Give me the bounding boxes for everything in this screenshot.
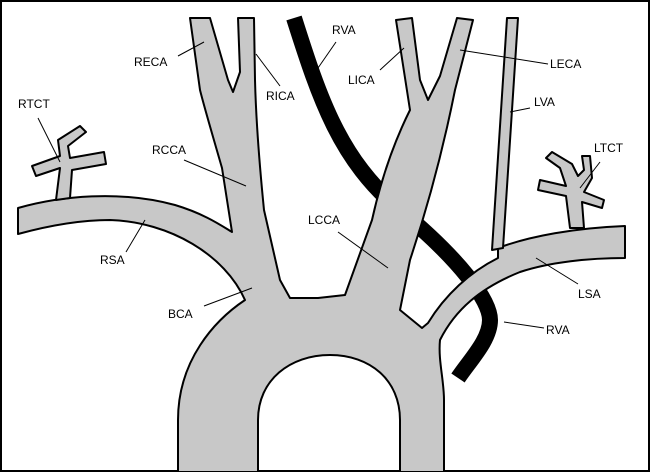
label-rtct: RTCT <box>18 97 50 111</box>
label-lsa: LSA <box>578 287 601 301</box>
label-rica: RICA <box>266 89 295 103</box>
leader-lcca <box>337 231 389 269</box>
label-lcca: LCCA <box>308 213 340 227</box>
leader-lsa <box>535 257 579 285</box>
label-lica: LICA <box>348 73 375 87</box>
leader-ltct <box>579 161 601 189</box>
label-rsa: RSA <box>100 253 125 267</box>
label-rva-top: RVA <box>332 23 356 37</box>
label-rva-bottom: RVA <box>546 323 570 337</box>
leader-rva-bottom <box>503 321 545 329</box>
label-leca: LECA <box>550 57 581 71</box>
leader-rva-top <box>317 41 337 69</box>
leader-rsa <box>125 219 146 253</box>
leader-rica <box>255 53 281 87</box>
leader-leca <box>459 49 549 65</box>
leader-lva <box>509 107 531 113</box>
right-vertebral-artery <box>286 15 498 383</box>
aortic-arch <box>17 17 626 472</box>
label-lva: LVA <box>534 95 555 109</box>
left-thyrocervical-trunk <box>537 151 605 229</box>
label-ltct: LTCT <box>594 141 624 155</box>
leader-rcca <box>183 159 247 187</box>
label-rcca: RCCA <box>152 143 186 157</box>
leader-reca <box>177 41 205 57</box>
leader-bca <box>203 287 253 307</box>
label-bca: BCA <box>168 307 193 321</box>
leader-rtct <box>37 117 61 163</box>
leader-lica <box>379 47 405 71</box>
label-reca: RECA <box>134 55 167 69</box>
left-vertebral-artery <box>491 17 519 251</box>
right-thyrocervical-trunk <box>31 125 107 201</box>
